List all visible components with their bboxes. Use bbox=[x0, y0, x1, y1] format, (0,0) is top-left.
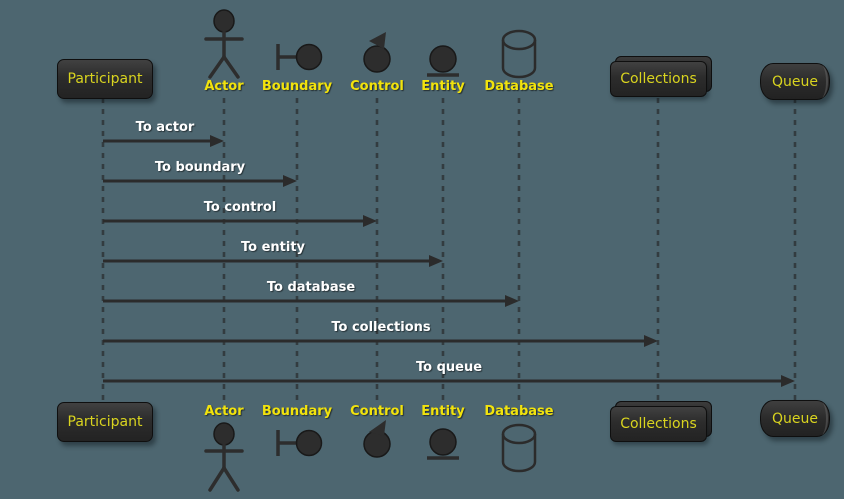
actor-icon bbox=[204, 422, 244, 492]
control-label-bottom: Control bbox=[350, 404, 404, 419]
actor-icon bbox=[204, 9, 244, 79]
boundary-label-bottom: Boundary bbox=[261, 404, 333, 419]
participant-box-top: Participant bbox=[57, 59, 153, 99]
collections-label: Collections bbox=[620, 416, 697, 432]
message-arrow-to-actor bbox=[103, 135, 224, 147]
message-label-to-actor: To actor bbox=[135, 120, 195, 135]
queue-box-top: Queue bbox=[760, 63, 830, 100]
queue-box-bottom: Queue bbox=[760, 400, 830, 437]
boundary-icon bbox=[276, 429, 323, 457]
message-label-to-entity: To entity bbox=[240, 240, 306, 255]
queue-label: Queue bbox=[772, 73, 818, 90]
participant-label: Participant bbox=[67, 414, 143, 430]
control-icon bbox=[363, 32, 391, 73]
entity-icon bbox=[427, 45, 459, 77]
database-icon bbox=[501, 29, 537, 79]
lifelines bbox=[101, 98, 797, 402]
collections-label: Collections bbox=[620, 71, 697, 87]
database-label-top: Database bbox=[484, 79, 554, 94]
actor-label-bottom: Actor bbox=[204, 404, 244, 419]
message-arrow-to-entity bbox=[103, 255, 443, 267]
message-arrows bbox=[103, 135, 795, 387]
message-label-to-database: To database bbox=[266, 280, 356, 295]
boundary-icon bbox=[276, 43, 323, 71]
message-arrow-to-control bbox=[103, 215, 377, 227]
participant-box-bottom: Participant bbox=[57, 402, 153, 442]
database-label-bottom: Database bbox=[484, 404, 554, 419]
message-label-to-boundary: To boundary bbox=[154, 160, 246, 175]
collections-front-sheet: Collections bbox=[610, 61, 707, 97]
entity-label-top: Entity bbox=[421, 79, 465, 94]
message-label-to-queue: To queue bbox=[415, 360, 483, 375]
message-arrow-to-collections bbox=[103, 335, 658, 347]
database-icon bbox=[501, 423, 537, 473]
message-arrow-to-queue bbox=[103, 375, 795, 387]
collections-box-bottom: Collections bbox=[610, 401, 712, 442]
boundary-label-top: Boundary bbox=[261, 79, 333, 94]
control-icon bbox=[363, 420, 391, 458]
queue-label: Queue bbox=[772, 410, 818, 427]
participant-label: Participant bbox=[67, 71, 143, 87]
message-arrow-to-database bbox=[103, 295, 519, 307]
entity-label-bottom: Entity bbox=[421, 404, 465, 419]
collections-box-top: Collections bbox=[610, 56, 712, 97]
message-label-to-control: To control bbox=[203, 200, 277, 215]
actor-label-top: Actor bbox=[204, 79, 244, 94]
message-label-to-collections: To collections bbox=[331, 320, 431, 335]
collections-front-sheet: Collections bbox=[610, 406, 707, 442]
control-label-top: Control bbox=[350, 79, 404, 94]
bottom-icons bbox=[204, 420, 537, 492]
message-arrow-to-boundary bbox=[103, 175, 297, 187]
entity-icon bbox=[427, 428, 459, 460]
top-icons bbox=[204, 9, 537, 79]
